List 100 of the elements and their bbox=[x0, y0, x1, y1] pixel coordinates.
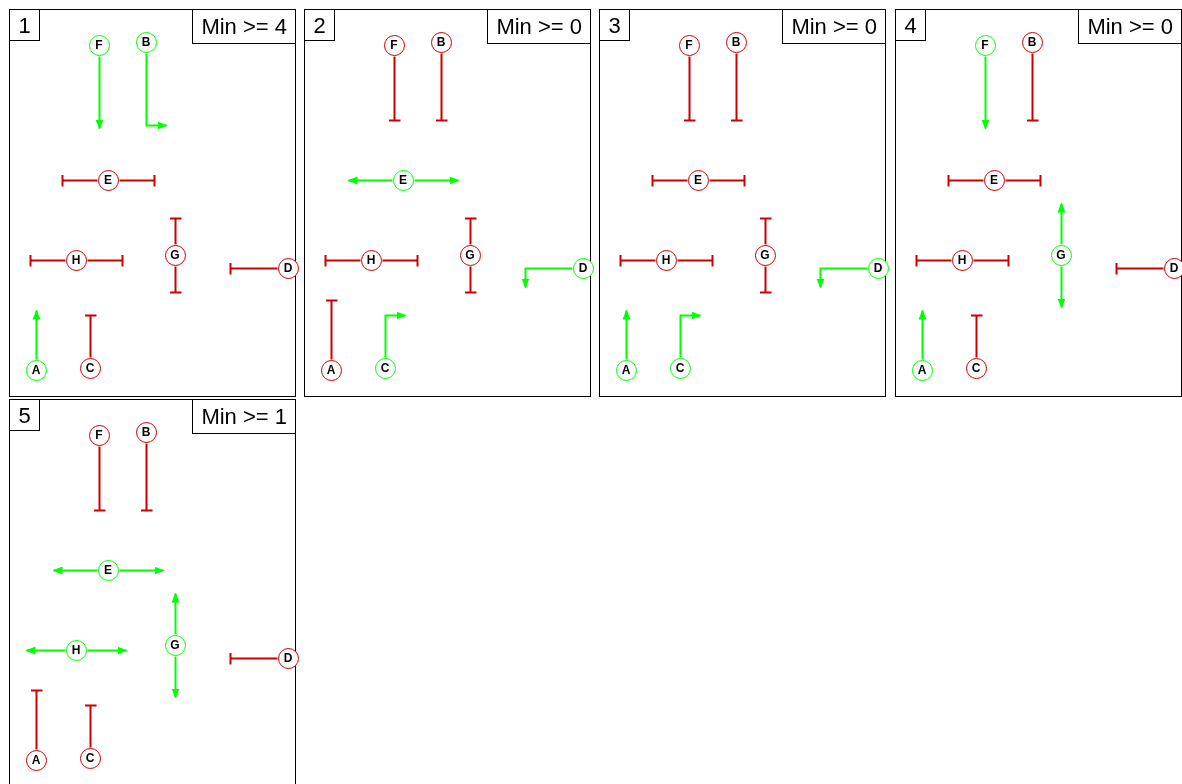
minimum-time-label: Min >= 0 bbox=[782, 10, 885, 44]
movement-arrow bbox=[95, 55, 104, 130]
stopped-movement-line bbox=[83, 314, 98, 359]
signal-group-circle: D bbox=[1163, 257, 1182, 279]
movement-arrow bbox=[32, 309, 41, 361]
movement-arrow bbox=[347, 176, 394, 185]
movement-arrow bbox=[118, 566, 165, 575]
stopped-movement-line bbox=[758, 265, 773, 294]
signal-group-circle: A bbox=[25, 359, 47, 381]
signal-group-circle: C bbox=[79, 747, 101, 769]
stage-number: 1 bbox=[10, 10, 40, 41]
movement-arrow bbox=[384, 311, 407, 359]
stopped-movement-line bbox=[324, 299, 339, 361]
stopped-movement-line bbox=[1025, 52, 1040, 122]
signal-group-circle: E bbox=[97, 169, 119, 191]
stopped-movement-line bbox=[229, 651, 279, 666]
stopped-movement-line bbox=[86, 253, 124, 268]
signal-group-circle: F bbox=[383, 34, 405, 56]
stage-number: 4 bbox=[896, 10, 926, 41]
movement-arrow bbox=[1057, 265, 1066, 309]
movement-arrow bbox=[52, 566, 99, 575]
movement-arrow bbox=[413, 176, 460, 185]
movement-arrow bbox=[86, 646, 128, 655]
stopped-movement-line bbox=[83, 704, 98, 749]
signal-group-circle: C bbox=[669, 357, 691, 379]
minimum-time-label: Min >= 4 bbox=[192, 10, 295, 44]
stopped-movement-line bbox=[619, 253, 657, 268]
stopped-movement-line bbox=[463, 265, 478, 294]
signal-group-circle: E bbox=[97, 559, 119, 581]
signal-group-circle: F bbox=[974, 34, 996, 56]
signal-group-circle: D bbox=[277, 647, 299, 669]
stopped-movement-line bbox=[61, 173, 99, 188]
minimum-time-label: Min >= 0 bbox=[1078, 10, 1181, 44]
signal-group-circle: E bbox=[392, 169, 414, 191]
stopped-movement-line bbox=[92, 445, 107, 512]
stopped-movement-line bbox=[676, 253, 714, 268]
signal-group-circle: G bbox=[164, 634, 186, 656]
movement-arrow bbox=[521, 267, 574, 289]
stage-panel bbox=[895, 9, 1182, 397]
signal-group-circle: G bbox=[754, 244, 776, 266]
movement-arrow bbox=[981, 55, 990, 130]
signal-group-circle: A bbox=[320, 359, 342, 381]
signal-group-circle: B bbox=[1021, 31, 1043, 53]
stopped-movement-line bbox=[29, 689, 44, 751]
signal-group-circle: B bbox=[725, 31, 747, 53]
movement-arrow bbox=[171, 655, 180, 699]
signal-group-circle: H bbox=[65, 249, 87, 271]
signal-group-circle: B bbox=[135, 31, 157, 53]
stopped-movement-line bbox=[434, 52, 449, 122]
signal-group-circle: B bbox=[430, 31, 452, 53]
stage-number: 5 bbox=[10, 400, 40, 431]
signal-group-circle: D bbox=[867, 257, 889, 279]
movement-arrow bbox=[918, 309, 927, 361]
stopped-movement-line bbox=[947, 173, 985, 188]
stopped-movement-line bbox=[118, 173, 156, 188]
stage-number: 2 bbox=[305, 10, 335, 41]
stopped-movement-line bbox=[139, 442, 154, 512]
signal-group-circle: F bbox=[678, 34, 700, 56]
movement-arrow bbox=[622, 309, 631, 361]
signal-group-circle: G bbox=[459, 244, 481, 266]
signal-group-circle: B bbox=[135, 421, 157, 443]
movement-arrow bbox=[25, 646, 67, 655]
movement-arrow bbox=[145, 52, 168, 130]
signal-group-circle: D bbox=[572, 257, 594, 279]
movement-arrow bbox=[679, 311, 702, 359]
signal-group-circle: A bbox=[25, 749, 47, 771]
signal-group-circle: F bbox=[88, 424, 110, 446]
stopped-movement-line bbox=[324, 253, 362, 268]
signal-group-circle: H bbox=[951, 249, 973, 271]
signal-group-circle: C bbox=[374, 357, 396, 379]
signal-group-circle: C bbox=[965, 357, 987, 379]
signal-group-circle: A bbox=[615, 359, 637, 381]
minimum-time-label: Min >= 0 bbox=[487, 10, 590, 44]
stopped-movement-line bbox=[758, 217, 773, 246]
signal-group-circle: H bbox=[65, 639, 87, 661]
stage-panel bbox=[599, 9, 886, 397]
minimum-time-label: Min >= 1 bbox=[192, 400, 295, 434]
stopped-movement-line bbox=[168, 265, 183, 294]
signal-group-circle: F bbox=[88, 34, 110, 56]
stage-panel bbox=[304, 9, 591, 397]
stopped-movement-line bbox=[381, 253, 419, 268]
stage-panel bbox=[9, 399, 296, 784]
signal-group-circle: D bbox=[277, 257, 299, 279]
stopped-movement-line bbox=[651, 173, 689, 188]
stopped-movement-line bbox=[168, 217, 183, 246]
stopped-movement-line bbox=[1004, 173, 1042, 188]
stage-number: 3 bbox=[600, 10, 630, 41]
stopped-movement-line bbox=[463, 217, 478, 246]
stage-panel bbox=[9, 9, 296, 397]
signal-group-circle: G bbox=[1050, 244, 1072, 266]
stopped-movement-line bbox=[29, 253, 67, 268]
signal-group-circle: E bbox=[983, 169, 1005, 191]
stopped-movement-line bbox=[969, 314, 984, 359]
stopped-movement-line bbox=[1115, 261, 1165, 276]
signal-group-circle: H bbox=[360, 249, 382, 271]
stopped-movement-line bbox=[229, 261, 279, 276]
stopped-movement-line bbox=[729, 52, 744, 122]
signal-group-circle: E bbox=[687, 169, 709, 191]
stopped-movement-line bbox=[387, 55, 402, 122]
movement-arrow bbox=[171, 592, 180, 636]
